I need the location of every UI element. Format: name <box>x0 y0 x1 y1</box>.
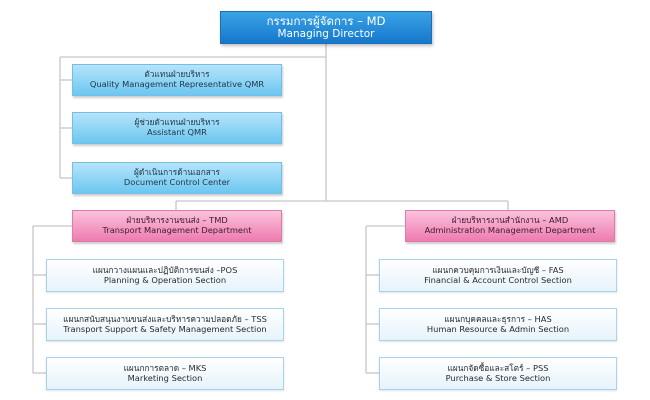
fas-english-title: Financial & Account Control Section <box>424 274 572 285</box>
assistant-qmr-box: ผู้ช่วยตัวแทนฝ่ายบริหาร Assistant QMR <box>72 112 282 144</box>
pss-section-box: แผนกจัดซื้อและสโตร์ – PSS Purchase & Sto… <box>379 357 617 390</box>
managing-director-box: กรรมการผู้จัดการ – MD Managing Director <box>220 11 432 44</box>
amd-thai-title: ฝ่ายบริหารงานสำนักงาน – AMD <box>451 215 569 226</box>
has-thai-title: แผนกบุคคลและธุรการ – HAS <box>444 313 552 324</box>
mks-section-box: แผนกการตลาด – MKS Marketing Section <box>46 357 284 390</box>
assistant-qmr-english-title: Assistant QMR <box>147 127 207 137</box>
pss-english-title: Purchase & Store Section <box>445 372 551 383</box>
qmr-box: ตัวแทนฝ่ายบริหาร Quality Management Repr… <box>72 64 282 96</box>
document-control-thai-title: ผู้ดำเนินการด้านเอกสาร <box>134 167 220 178</box>
administration-department-box: ฝ่ายบริหารงานสำนักงาน – AMD Administrati… <box>405 210 615 242</box>
pss-thai-title: แผนกจัดซื้อและสโตร์ – PSS <box>447 362 549 373</box>
document-control-box: ผู้ดำเนินการด้านเอกสาร Document Control … <box>72 162 282 194</box>
tmd-english-title: Transport Management Department <box>102 225 252 235</box>
amd-english-title: Administration Management Department <box>424 225 596 235</box>
assistant-qmr-thai-title: ผู้ช่วยตัวแทนฝ่ายบริหาร <box>134 117 220 128</box>
fas-thai-title: แผนกควบคุมการเงินและบัญชี – FAS <box>432 264 564 275</box>
qmr-thai-title: ตัวแทนฝ่ายบริหาร <box>144 69 210 80</box>
tss-section-box: แผนกสนับสนุนงานขนส่งและบริหารความปลอดภัย… <box>46 308 284 341</box>
qmr-english-title: Quality Management Representative QMR <box>89 79 265 89</box>
mks-thai-title: แผนกการตลาด – MKS <box>123 362 207 373</box>
pos-english-title: Planning & Operation Section <box>103 274 227 285</box>
fas-section-box: แผนกควบคุมการเงินและบัญชี – FAS Financia… <box>379 259 617 292</box>
tss-english-title: Transport Support & Safety Management Se… <box>63 323 267 334</box>
pos-section-box: แผนกวางแผนและปฏิบัติการขนส่ง –POS Planni… <box>46 259 284 292</box>
has-section-box: แผนกบุคคลและธุรการ – HAS Human Resource … <box>379 308 617 341</box>
tss-thai-title: แผนกสนับสนุนงานขนส่งและบริหารความปลอดภัย… <box>63 313 267 324</box>
pos-thai-title: แผนกวางแผนและปฏิบัติการขนส่ง –POS <box>92 264 238 275</box>
mks-english-title: Marketing Section <box>127 372 203 383</box>
transport-department-box: ฝ่ายบริหารงานขนส่ง – TMD Transport Manag… <box>72 210 282 242</box>
document-control-english-title: Document Control Center <box>123 177 231 187</box>
md-thai-title: กรรมการผู้จัดการ – MD <box>266 13 386 28</box>
tmd-thai-title: ฝ่ายบริหารงานขนส่ง – TMD <box>126 215 228 226</box>
md-english-title: Managing Director <box>277 28 375 41</box>
has-english-title: Human Resource & Admin Section <box>426 323 570 334</box>
